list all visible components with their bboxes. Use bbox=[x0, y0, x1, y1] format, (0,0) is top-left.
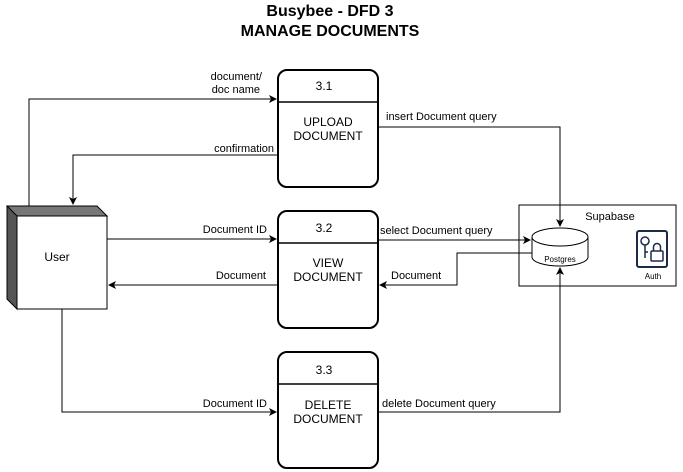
flow-view-back bbox=[379, 252, 532, 289]
flow-label-insert-query: insert Document query bbox=[386, 111, 497, 123]
process-upload[interactable]: 3.1 UPLOAD DOCUMENT bbox=[277, 69, 379, 188]
flow-label-confirmation: confirmation bbox=[214, 143, 274, 155]
supabase-label: Supabase bbox=[585, 211, 635, 223]
flow-label-upload-in-2: doc name bbox=[212, 84, 260, 96]
flow-label-select-query: select Document query bbox=[380, 225, 493, 237]
flow-delete-in bbox=[61, 309, 277, 416]
flow-upload-store bbox=[378, 126, 564, 227]
auth-lock-icon bbox=[636, 230, 668, 268]
process-id: 3.3 bbox=[316, 363, 333, 377]
user-label: User bbox=[44, 250, 69, 264]
process-id: 3.1 bbox=[316, 79, 333, 93]
process-name-line2: DOCUMENT bbox=[293, 270, 363, 284]
process-name-line2: DOCUMENT bbox=[293, 129, 363, 143]
process-delete[interactable]: 3.3 DELETE DOCUMENT bbox=[277, 351, 379, 469]
postgres-db-icon bbox=[531, 227, 589, 267]
flow-upload-in bbox=[28, 95, 277, 206]
diagram-subtitle: MANAGE DOCUMENTS bbox=[240, 23, 420, 40]
flow-label-document: Document bbox=[216, 270, 266, 282]
flow-label-delete-query: delete Document query bbox=[382, 398, 496, 410]
flow-label-upload-in-1: document/ bbox=[211, 71, 263, 83]
process-name-line1: DELETE bbox=[305, 398, 352, 412]
supabase-store[interactable]: Supabase Postgres Auth bbox=[518, 204, 677, 287]
flow-label-document-back: Document bbox=[391, 270, 441, 282]
auth-label: Auth bbox=[645, 272, 661, 281]
flow-delete-store bbox=[378, 267, 564, 413]
postgres-label: Postgres bbox=[544, 255, 576, 264]
user-entity[interactable]: User bbox=[5, 205, 109, 311]
process-name-line1: UPLOAD bbox=[303, 115, 353, 129]
flow-label-document-id: Document ID bbox=[203, 224, 267, 236]
diagram-title: Busybee - DFD 3 bbox=[266, 3, 394, 20]
flow-label-delete-id: Document ID bbox=[203, 398, 267, 410]
process-name-line2: DOCUMENT bbox=[293, 412, 363, 426]
flow-upload-out bbox=[69, 154, 278, 205]
process-id: 3.2 bbox=[316, 221, 333, 235]
process-name-line1: VIEW bbox=[313, 256, 344, 270]
process-view[interactable]: 3.2 VIEW DOCUMENT bbox=[277, 210, 379, 329]
